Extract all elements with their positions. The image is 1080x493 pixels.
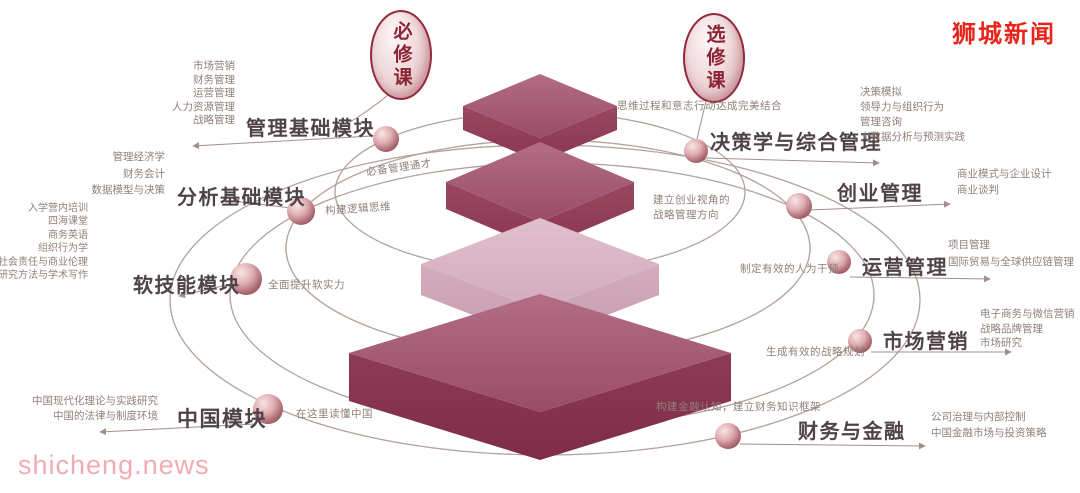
module-title-operations: 运营管理 xyxy=(862,257,948,279)
badge-required-label: 必修课 xyxy=(390,20,412,90)
connector-decision xyxy=(705,157,880,167)
course-item: 社会责任与商业伦理 xyxy=(0,256,88,268)
course-list-decision: 决策模拟 领导力与组织行为 管理咨询 大数据分析与预测实践 xyxy=(860,85,965,145)
orbit-note-finance: 构建金融认知，建立财务知识框架 xyxy=(656,401,821,413)
module-title-soft-skills: 软技能模块 xyxy=(133,275,241,297)
connector-operations xyxy=(849,275,991,283)
module-title-marketing: 市场营销 xyxy=(883,331,969,353)
node-ball-operations xyxy=(827,250,851,274)
course-item: 商业谈判 xyxy=(957,183,999,196)
course-item: 项目管理 xyxy=(948,239,990,251)
connector-management-basics xyxy=(192,135,373,150)
connector-badge-required xyxy=(349,94,389,123)
course-item: 领导力与组织行为 xyxy=(860,101,944,113)
course-item: 中国金融市场与投资策略 xyxy=(931,426,1047,439)
node-ball-analysis-basics xyxy=(287,197,315,225)
course-list-operations: 项目管理 国际贸易与全球供应链管理 xyxy=(948,237,1074,270)
node-ball-soft-skills xyxy=(230,263,262,295)
module-title-management-basics: 管理基础模块 xyxy=(246,118,375,140)
connector-analysis-basics xyxy=(232,198,292,209)
course-list-soft-skills: 入学营内培训 四海课堂 商务英语 组织行为学 社会责任与商业伦理 管理研究方法与… xyxy=(0,202,88,282)
site-logo: 狮城新闻 xyxy=(952,21,1056,48)
node-ball-marketing xyxy=(848,329,872,353)
course-list-finance: 公司治理与内部控制 中国金融市场与投资策略 xyxy=(931,410,1047,441)
course-item: 四海课堂 xyxy=(48,216,88,228)
connector-soft-skills xyxy=(178,283,232,299)
course-item: 战略品牌管理 xyxy=(980,322,1043,335)
course-item: 中国现代化理论与实践研究 xyxy=(32,395,158,407)
course-item: 战略管理 xyxy=(193,114,235,126)
module-title-finance: 财务与金融 xyxy=(798,421,906,443)
course-item: 市场营销 xyxy=(193,60,235,72)
course-list-marketing: 电子商务与微信营销 战略品牌管理 市场研究 xyxy=(980,307,1075,351)
course-list-china: 中国现代化理论与实践研究 中国的法律与制度环境 xyxy=(32,394,158,423)
course-item: 国际贸易与全球供应链管理 xyxy=(948,255,1074,268)
course-item: 管理咨询 xyxy=(860,116,902,128)
pyramid xyxy=(349,74,731,460)
course-item: 商务英语 xyxy=(48,229,88,241)
course-list-entrepreneurship: 商业模式与企业设计 商业谈判 xyxy=(957,167,1052,198)
course-item: 电子商务与微信营销 xyxy=(980,308,1075,320)
course-item: 财务管理 xyxy=(193,73,235,86)
orbit-note-entrepreneurship: 建立创业视角的战略管理方向 xyxy=(653,194,730,221)
course-item: 中国的法律与制度环境 xyxy=(53,409,158,422)
course-item: 入学营内培训 xyxy=(28,203,88,214)
course-item: 公司治理与内部控制 xyxy=(931,411,1026,423)
course-list-analysis-basics: 管理经济学 财务会计 数据模型与决策 xyxy=(92,149,166,199)
course-item: 管理研究方法与学术写作 xyxy=(0,270,88,282)
pyramid-layer-4 xyxy=(349,294,731,460)
course-item: 组织行为学 xyxy=(38,243,88,255)
orbit-note-operations: 制定有效的人为干预 xyxy=(740,263,839,275)
course-item: 管理经济学 xyxy=(112,151,166,163)
watermark: shicheng.news xyxy=(18,450,210,480)
connector-china-module xyxy=(99,423,257,436)
orbit-note-soft-skills: 全面提升软实力 xyxy=(268,279,345,291)
course-item: 数据模型与决策 xyxy=(91,184,166,196)
node-ball-entrepreneurship xyxy=(786,193,812,219)
course-item: 决策模拟 xyxy=(860,86,902,98)
connector-finance xyxy=(739,442,926,450)
node-ball-finance xyxy=(715,423,741,449)
course-item: 财务会计 xyxy=(123,167,165,180)
module-title-china: 中国模块 xyxy=(177,408,267,431)
orbit-note-china: 在这里读懂中国 xyxy=(296,408,373,420)
connector-entrepreneurship xyxy=(809,200,951,211)
course-item: 人力资源管理 xyxy=(172,100,235,113)
course-item: 市场研究 xyxy=(980,337,1022,349)
course-list-management-basics: 市场营销 财务管理 运营管理 人力资源管理 战略管理 xyxy=(172,60,235,128)
badge-required-courses: 必修课 xyxy=(370,10,432,100)
course-item: 大数据分析与预测实践 xyxy=(860,131,965,143)
orbit-note-marketing: 生成有效的战略规划 xyxy=(766,346,865,358)
orbit-note-decision: 思维过程和意志行动达成完美结合 xyxy=(617,100,782,112)
node-ball-management-basics xyxy=(373,126,399,152)
module-title-entrepreneurship: 创业管理 xyxy=(837,183,923,205)
badge-elective-label: 选修课 xyxy=(703,23,725,93)
module-title-analysis-basics: 分析基础模块 xyxy=(177,187,306,209)
node-ball-china-module xyxy=(253,394,283,424)
module-title-decision: 决策学与综合管理 xyxy=(710,132,882,154)
course-item: 商业模式与企业设计 xyxy=(957,168,1052,180)
node-ball-decision xyxy=(684,139,708,163)
course-item: 运营管理 xyxy=(193,87,235,99)
badge-elective-courses: 选修课 xyxy=(683,13,745,103)
pyramid-layer-1 xyxy=(463,74,617,162)
